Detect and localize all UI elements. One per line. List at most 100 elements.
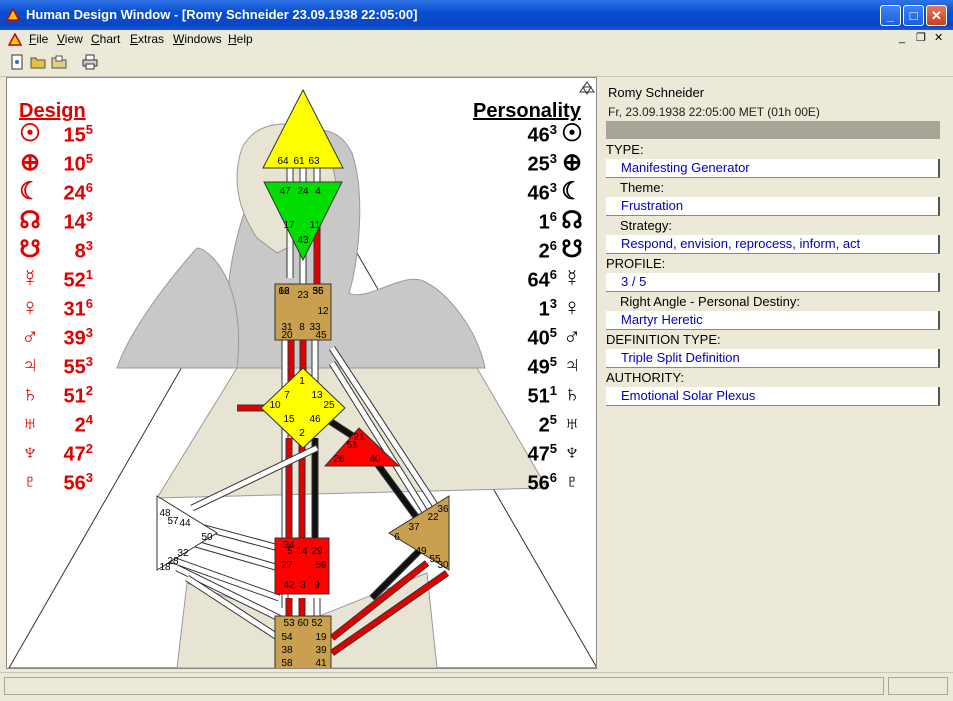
menu-chart[interactable]: Chart [91, 32, 121, 46]
open-icon[interactable] [30, 54, 46, 70]
gate-53-label: 53 [283, 618, 295, 629]
gate-10-label: 10 [269, 400, 281, 411]
status-pane [4, 677, 884, 695]
spleen-center [156, 495, 218, 571]
mdi-close-icon[interactable]: ✕ [934, 32, 944, 44]
minimize-button[interactable]: _ [880, 5, 901, 26]
close-button[interactable]: ✕ [926, 5, 947, 26]
pluto-icon: ♇ [21, 468, 39, 495]
gate-number: 40 [527, 327, 550, 350]
gate-number: 2 [538, 414, 550, 437]
gate-37-label: 37 [408, 522, 420, 533]
menu-windows[interactable]: Windows [173, 32, 222, 46]
mercury-icon: ☿ [563, 265, 581, 292]
gate-17-label: 17 [283, 220, 295, 231]
new-icon[interactable] [9, 54, 25, 70]
app-small-icon[interactable] [8, 33, 22, 47]
personality-row: ♀ 13 [507, 294, 591, 324]
gate-48-label: 48 [159, 508, 171, 519]
gate-number: 2 [538, 240, 550, 263]
gate-number: 39 [63, 327, 86, 350]
channel-18-58-fill [166, 555, 280, 601]
gate-number: 10 [63, 153, 86, 176]
gate-16-label: 16 [278, 286, 290, 297]
design-row: ♅24 [17, 410, 107, 440]
saturn-icon: ♄ [21, 381, 39, 408]
theme-value: Frustration [606, 197, 940, 216]
gate-40-label: 40 [369, 454, 381, 465]
gate-59-label: 59 [315, 560, 327, 571]
gate-number: 47 [527, 443, 550, 466]
gate-44-label: 44 [179, 518, 191, 529]
print-icon[interactable] [82, 54, 98, 70]
personality-row: ☾463 [507, 178, 591, 208]
line-number: 5 [549, 412, 557, 427]
personality-row: ♇566 [507, 468, 591, 498]
line-number: 5 [549, 325, 557, 340]
line-number: 2 [85, 383, 93, 398]
gate-number: 56 [527, 472, 550, 495]
birth-date: Fr, 23.09.1938 22:05:00 MET (01h 00E) [608, 105, 820, 119]
gate-52-label: 52 [311, 618, 323, 629]
mdi-minimize-icon[interactable]: _ [899, 32, 906, 44]
gate-51-label: 51 [346, 440, 358, 451]
gate-number: 49 [527, 356, 550, 379]
design-row: ♃553 [17, 352, 107, 382]
personality-row: ♄511 [507, 381, 591, 411]
moon-icon: ☾ [19, 178, 41, 205]
maximize-button[interactable]: □ [903, 5, 924, 26]
personality-row: ♅ 25 [507, 410, 591, 440]
ajna-center [263, 181, 343, 262]
gate-number: 1 [538, 298, 550, 321]
open-folder-icon[interactable] [51, 54, 67, 70]
gate-62-label: 62 [278, 286, 290, 297]
gate-12-label: 12 [317, 306, 329, 317]
design-row: ♀316 [17, 294, 107, 324]
sun-icon: ☉ [19, 120, 41, 147]
gate-63-label: 63 [308, 156, 320, 167]
gate-9-label: 9 [314, 580, 320, 591]
venus-icon: ♀ [563, 294, 581, 321]
line-number: 3 [549, 122, 557, 137]
gate-61-label: 61 [293, 156, 305, 167]
gate-25-label: 25 [323, 400, 335, 411]
menu-extras[interactable]: Extras [130, 32, 165, 46]
moon-icon: ☾ [561, 178, 583, 205]
app-icon [6, 8, 20, 21]
menu-file[interactable]: File [29, 32, 49, 46]
design-row: ☾ 246 [17, 178, 107, 208]
neptune-icon: ♆ [21, 439, 39, 466]
heart-center [323, 427, 401, 467]
definition-label: DEFINITION TYPE: [606, 332, 721, 347]
uranus-icon: ♅ [563, 410, 581, 437]
cross-label: Right Angle - Personal Destiny: [620, 294, 800, 309]
gate-31-label: 31 [281, 322, 293, 333]
mdi-restore-icon[interactable]: ❐ [916, 32, 926, 44]
design-row: ♇563 [17, 468, 107, 498]
channel-28-38-fill [175, 565, 281, 621]
menu-help[interactable]: Help [228, 32, 253, 46]
design-row: ☋83 [17, 236, 107, 266]
menu-view[interactable]: View [57, 32, 83, 46]
gate-58-label: 58 [281, 658, 293, 669]
chart-mode-icon-inner [582, 86, 592, 96]
personality-row: ☊16 [507, 207, 591, 237]
line-number: 3 [85, 354, 93, 369]
gate-number: 24 [63, 182, 86, 205]
gate-number: 31 [63, 298, 86, 321]
menu-bar: File View Chart Extras Windows Help _ ❐ … [0, 30, 953, 50]
gate-1-label: 1 [299, 376, 305, 387]
personality-row: ☿646 [507, 265, 591, 295]
gate-5-label: 5 [287, 546, 293, 557]
authority-label: AUTHORITY: [606, 370, 685, 385]
saturn-icon: ♄ [563, 381, 581, 408]
line-number: 6 [85, 180, 93, 195]
line-number: 3 [549, 296, 557, 311]
gate-43-label: 43 [297, 235, 309, 246]
title-bar[interactable]: Human Design Window - [Romy Schneider 23… [0, 0, 953, 30]
venus-icon: ♀ [21, 294, 39, 321]
toolbar [0, 50, 953, 77]
gate-8-label: 8 [299, 322, 305, 333]
solar-plexus-center [388, 495, 450, 571]
